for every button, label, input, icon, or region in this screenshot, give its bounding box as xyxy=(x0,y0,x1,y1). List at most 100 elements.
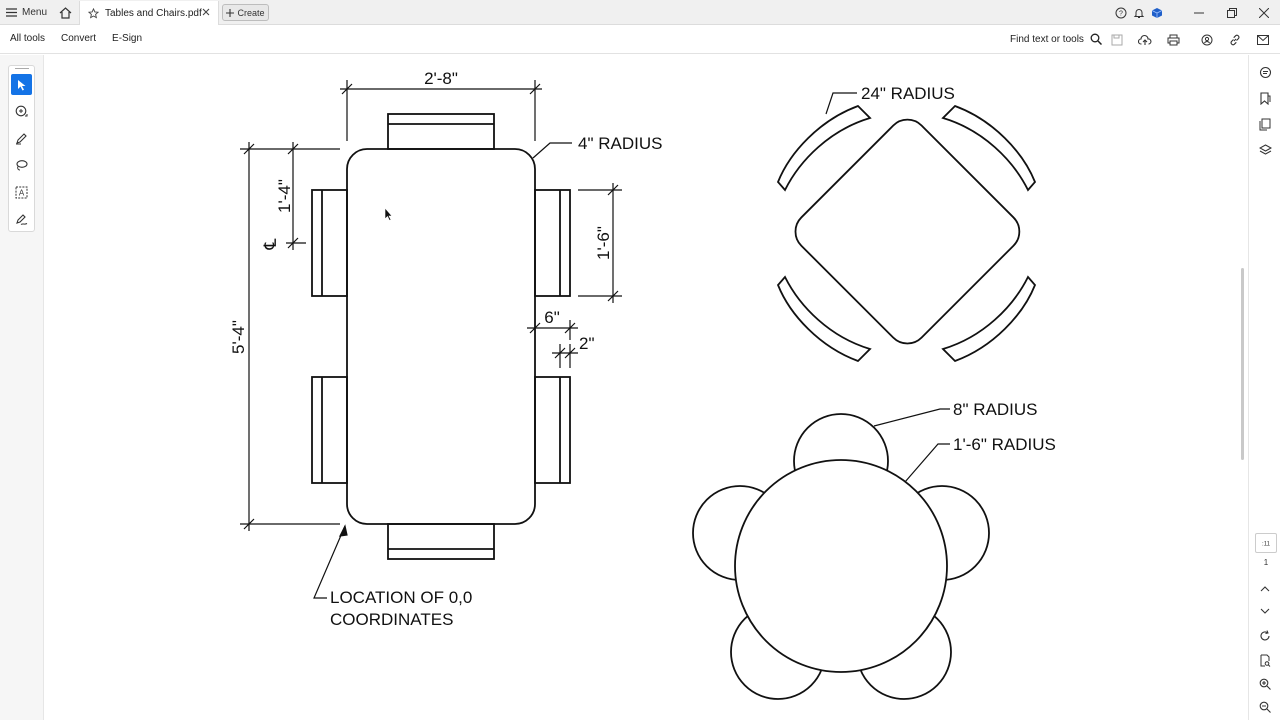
help-icon: ? xyxy=(1115,7,1127,18)
chair-right-lower xyxy=(534,376,571,484)
comment-add-icon xyxy=(15,105,28,117)
comment-tool[interactable] xyxy=(11,101,32,122)
mouse-cursor xyxy=(384,207,393,221)
email-button[interactable] xyxy=(1253,31,1273,49)
tab-document[interactable]: Tables and Chairs.pdf xyxy=(79,1,219,25)
layers-panel-button[interactable] xyxy=(1256,141,1274,159)
page-fit-button[interactable] xyxy=(1256,651,1274,669)
menu-button[interactable]: Menu xyxy=(6,4,47,21)
dim-table-length: 5'-4" xyxy=(229,320,248,354)
lasso-icon xyxy=(16,160,28,171)
close-tab-button[interactable] xyxy=(200,6,212,18)
dimension-lines xyxy=(240,80,950,599)
restore-icon xyxy=(1227,7,1237,18)
rotate-icon xyxy=(1260,630,1270,641)
bookmarks-panel-button[interactable] xyxy=(1256,89,1274,107)
minimize-button[interactable] xyxy=(1188,4,1210,22)
save-button[interactable] xyxy=(1107,31,1127,49)
menu-label: Menu xyxy=(22,7,48,18)
svg-text:A: A xyxy=(19,189,25,198)
window-controls xyxy=(1188,4,1274,21)
pen-icon xyxy=(16,133,27,145)
account-button[interactable] xyxy=(1148,4,1166,22)
square-table-chair-ne xyxy=(941,104,1037,192)
zoom-out-icon xyxy=(1259,701,1271,713)
home-icon xyxy=(59,6,71,19)
left-tool-rail: A xyxy=(0,55,44,720)
current-page-number: 1 xyxy=(1263,558,1269,567)
dim-top-width: 2'-8" xyxy=(424,69,458,88)
text-tool[interactable]: A xyxy=(11,182,32,203)
cube-icon xyxy=(1151,7,1163,18)
sign-tool[interactable] xyxy=(11,209,32,230)
mail-icon xyxy=(1257,35,1269,45)
square-table-chair-nw xyxy=(776,104,872,192)
create-button[interactable]: Create xyxy=(222,4,269,21)
help-button[interactable]: ? xyxy=(1112,4,1130,22)
close-icon xyxy=(1259,7,1269,18)
printer-icon xyxy=(1167,34,1179,46)
notifications-button[interactable] xyxy=(1130,4,1148,22)
toolbar-actions xyxy=(1107,30,1273,50)
hamburger-icon xyxy=(6,8,17,17)
label-square-radius: 24" RADIUS xyxy=(861,84,955,103)
title-bar-icons: ? xyxy=(1112,4,1166,21)
convert-link[interactable]: Convert xyxy=(61,33,97,44)
layers-icon xyxy=(1258,143,1272,155)
square-table-chair-sw xyxy=(776,275,872,363)
comments-panel-button[interactable] xyxy=(1256,63,1274,81)
chevron-down-icon xyxy=(1260,608,1270,614)
close-window-button[interactable] xyxy=(1254,4,1274,22)
dim-side-offset: 1'-4" xyxy=(275,179,294,213)
star-icon[interactable] xyxy=(88,7,99,19)
chair-left-upper xyxy=(311,189,348,297)
dim-chair-width: 1'-6" xyxy=(594,226,613,260)
all-tools-link[interactable]: All tools xyxy=(10,33,46,44)
label-round-chair-radius: 8" RADIUS xyxy=(953,400,1037,419)
page-count-icon: :11 xyxy=(1262,542,1271,548)
page-thumbnail-toggle[interactable]: :11 xyxy=(1255,533,1277,553)
draw-tool[interactable] xyxy=(11,155,32,176)
document-canvas[interactable]: 2'-8" 4" RADIUS 1'-4" ℄ 5'-4" 1'-6" 6" 2… xyxy=(45,55,1240,720)
dim-chair-gap: 2" xyxy=(579,334,595,353)
print-button[interactable] xyxy=(1163,31,1183,49)
round-table xyxy=(734,459,948,673)
chair-right-upper xyxy=(534,189,571,297)
cloud-upload-icon xyxy=(1138,34,1152,45)
page-search-icon xyxy=(1260,654,1271,667)
previous-page-button[interactable] xyxy=(1256,580,1274,598)
add-person-icon xyxy=(1201,34,1212,46)
rotate-button[interactable] xyxy=(1256,627,1274,645)
share-button[interactable] xyxy=(1197,31,1217,49)
chair-bottom xyxy=(387,523,495,560)
select-tool[interactable] xyxy=(11,74,32,95)
copy-link-button[interactable] xyxy=(1225,31,1245,49)
signature-icon xyxy=(16,214,28,225)
bookmark-icon xyxy=(1260,91,1271,105)
save-icon xyxy=(1111,34,1123,46)
minimize-icon xyxy=(1194,12,1204,13)
square-table xyxy=(794,118,1021,345)
label-origin-line2: COORDINATES xyxy=(330,610,453,629)
main-toolbar: All tools Convert E-Sign Find text or to… xyxy=(0,26,1280,54)
vertical-scrollbar[interactable] xyxy=(1241,268,1244,460)
next-page-button[interactable] xyxy=(1256,602,1274,620)
label-corner-radius: 4" RADIUS xyxy=(578,134,662,153)
home-button[interactable] xyxy=(54,3,76,22)
zoom-out-button[interactable] xyxy=(1256,698,1274,716)
highlight-tool[interactable] xyxy=(11,128,32,149)
pages-panel-button[interactable] xyxy=(1256,115,1274,133)
drag-handle[interactable] xyxy=(15,68,29,70)
pages-icon xyxy=(1259,118,1271,130)
zoom-in-button[interactable] xyxy=(1256,675,1274,693)
comment-icon xyxy=(1259,66,1271,78)
e-sign-link[interactable]: E-Sign xyxy=(112,33,143,44)
tab-title: Tables and Chairs.pdf xyxy=(105,7,202,19)
find-tools-button[interactable]: Find text or tools xyxy=(1010,33,1102,45)
svg-text:?: ? xyxy=(1119,10,1123,17)
dim-chair-depth: 6" xyxy=(544,308,560,327)
link-icon xyxy=(1230,34,1240,46)
floor-plan-drawing: 2'-8" 4" RADIUS 1'-4" ℄ 5'-4" 1'-6" 6" 2… xyxy=(229,69,1056,700)
restore-button[interactable] xyxy=(1210,4,1254,22)
upload-button[interactable] xyxy=(1135,31,1155,49)
